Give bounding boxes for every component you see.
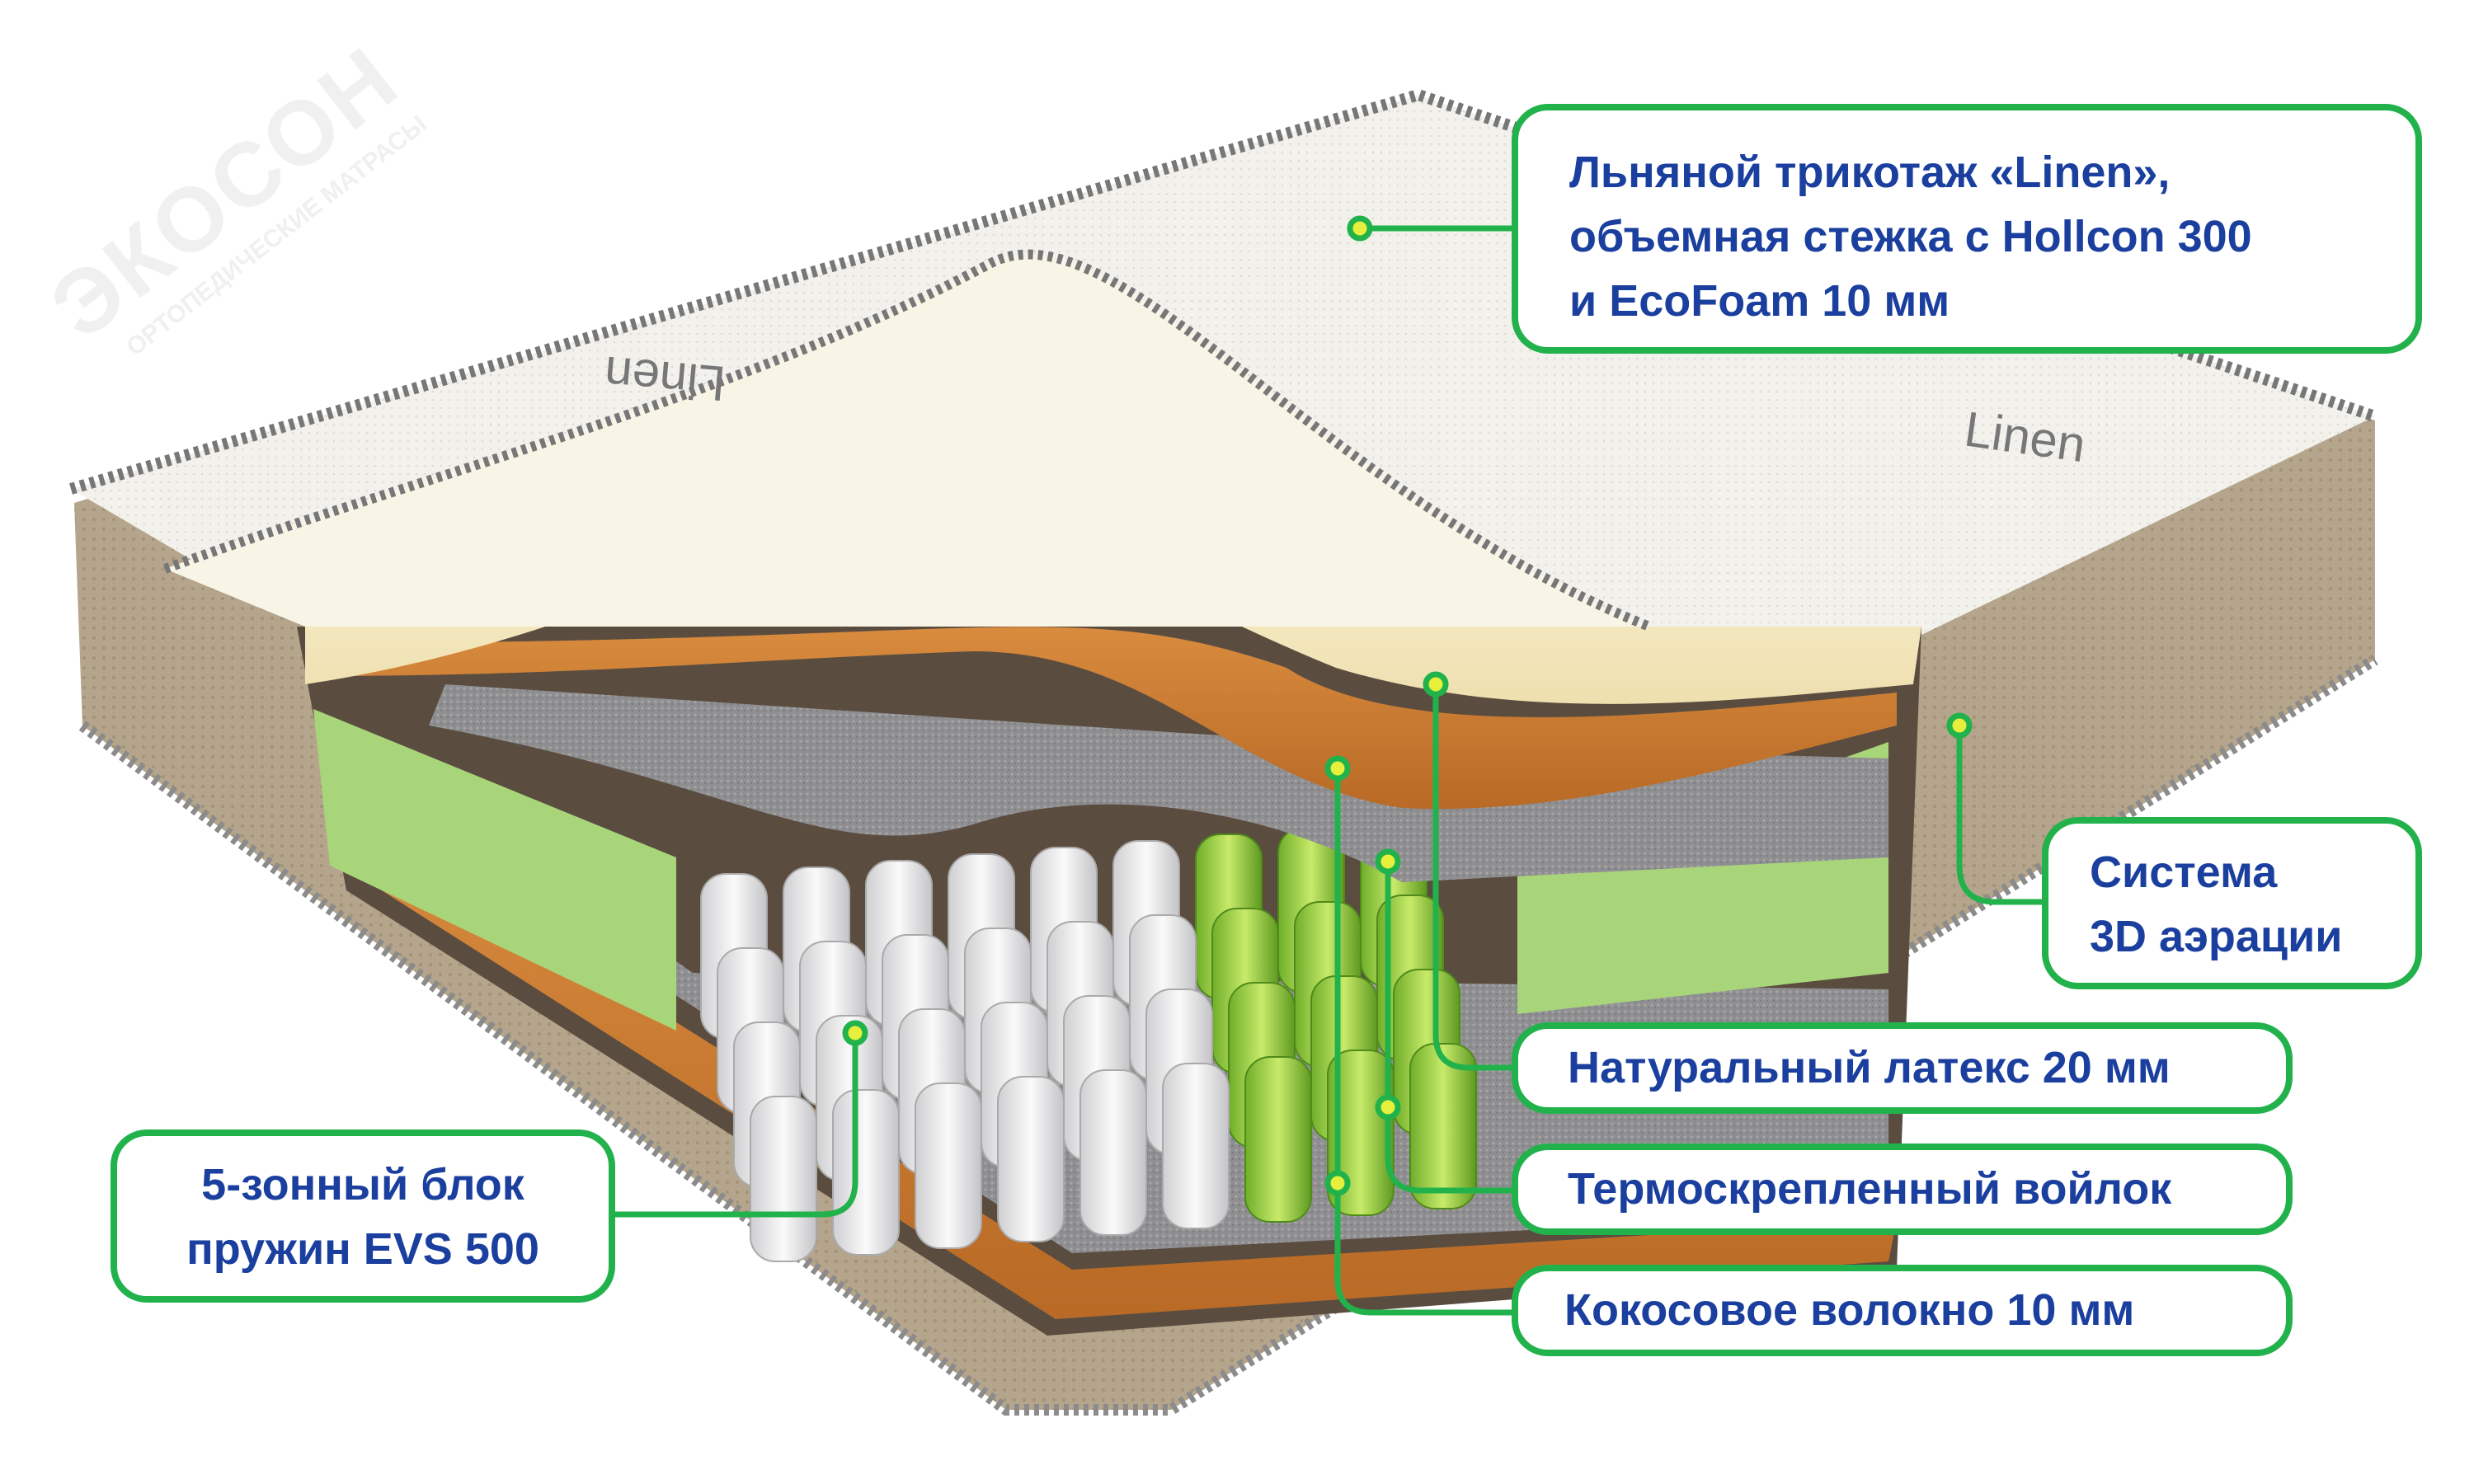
- callout-text: Термоскрепленный войлок: [1568, 1164, 2172, 1214]
- pocket-spring: [915, 1082, 982, 1249]
- leader-latex: [1432, 684, 1512, 1071]
- callout-text: Кокосовое волокно 10 мм: [1564, 1285, 2135, 1335]
- pocket-spring: [750, 1096, 817, 1262]
- callout-cover: Льняной трикотаж «Linen», объемная стежк…: [1512, 104, 2422, 354]
- marker-dot: [1423, 671, 1449, 697]
- callout-coconut: Кокосовое волокно 10 мм: [1512, 1265, 2293, 1356]
- leader-felt: [1385, 862, 1512, 1194]
- peeled-cover-flap: [165, 254, 1649, 627]
- callout-springs: 5-зонный блок пружин EVS 500: [111, 1129, 615, 1303]
- marker-dot: [1347, 215, 1373, 242]
- callout-aeration: Система 3D аэрации: [2042, 817, 2422, 989]
- marker-dot: [1375, 848, 1401, 875]
- callout-text: пружин EVS 500: [186, 1224, 539, 1274]
- marker-dot: [1324, 755, 1351, 782]
- callout-text: Льняной трикотаж «Linen»,: [1569, 148, 2171, 197]
- pocket-spring: [1409, 1043, 1477, 1209]
- leader-springs: [615, 1033, 858, 1218]
- pocket-spring: [997, 1076, 1065, 1242]
- pocket-spring: [832, 1089, 900, 1256]
- pocket-spring: [1244, 1056, 1312, 1223]
- cover-print-text: Linen: [602, 346, 727, 412]
- cover-piping: [69, 88, 2378, 495]
- callout-text: Система: [2090, 848, 2278, 897]
- coconut-layer: [313, 627, 1897, 810]
- callout-text: объемная стежка с Hollcon 300: [1569, 212, 2252, 261]
- callout-text: 5-зонный блок: [201, 1160, 524, 1209]
- pocket-spring: [1162, 1063, 1230, 1229]
- leader-coconut: [1334, 768, 1512, 1316]
- bottom-piping: [78, 655, 2378, 1416]
- leader-aeration: [1956, 726, 2042, 905]
- callout-text: и EcoFoam 10 мм: [1569, 276, 1950, 326]
- callout-text: 3D аэрации: [2090, 912, 2343, 961]
- felt-layer: [429, 684, 1888, 882]
- marker-dot: [1946, 712, 1973, 739]
- callout-latex: Натуральный латекс 20 мм: [1512, 1022, 2293, 1114]
- marker-dot: [1324, 1170, 1351, 1196]
- foam-perimeter-left: [313, 709, 676, 1031]
- pocket-spring-block: [700, 820, 1477, 1262]
- marker-dot: [842, 1020, 868, 1046]
- markers: [842, 215, 1973, 1196]
- pocket-spring: [1079, 1069, 1147, 1236]
- callout-felt: Термоскрепленный войлок: [1512, 1144, 2293, 1235]
- callout-text: Натуральный латекс 20 мм: [1568, 1043, 2171, 1092]
- leader-lines: [615, 225, 2042, 1316]
- marker-dot: [1375, 1094, 1401, 1120]
